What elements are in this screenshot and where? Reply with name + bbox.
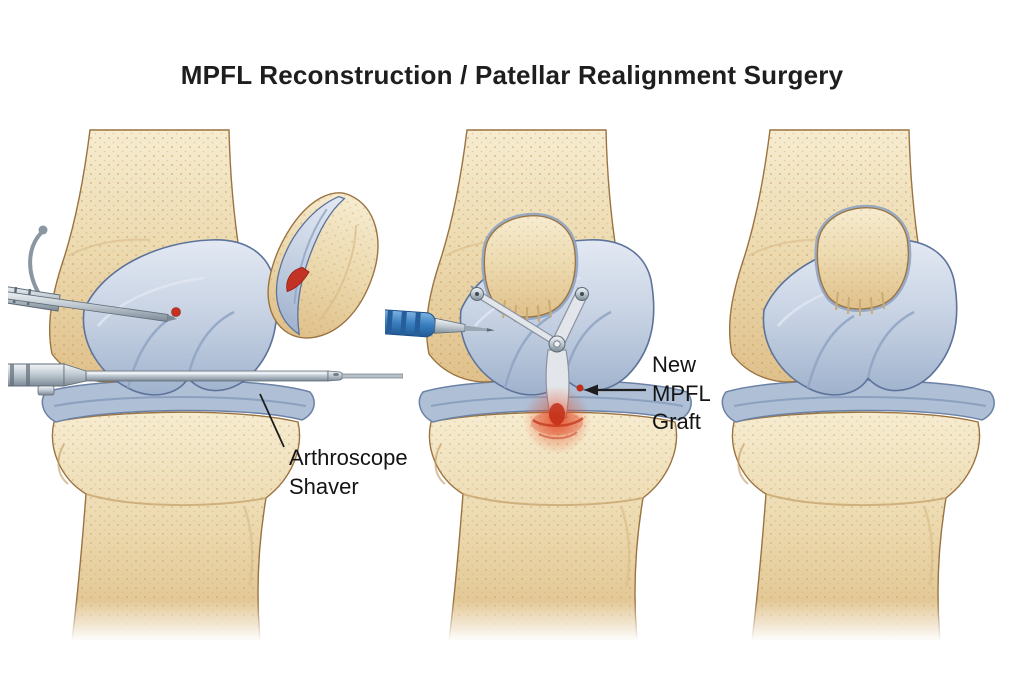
everted-patella xyxy=(267,192,379,339)
arthroscope-instrument xyxy=(8,225,177,322)
label-line: MPFL xyxy=(652,380,711,406)
label-line: New xyxy=(652,352,697,377)
drill-guide-instrument xyxy=(385,309,495,338)
label-line: Shaver xyxy=(289,473,359,499)
inflammation-site xyxy=(523,384,591,454)
guide-wire xyxy=(341,373,403,379)
knee-step3-illustration xyxy=(688,128,1018,641)
scope-cable xyxy=(28,230,44,294)
knee-bones xyxy=(41,128,316,641)
cartilage-lesion-marker xyxy=(171,307,181,317)
ligament-stump xyxy=(286,266,310,293)
knee-step1-illustration xyxy=(8,128,403,641)
page-title: MPFL Reconstruction / Patellar Realignme… xyxy=(180,60,844,90)
label-new-mpfl-graft: New MPFL Graft xyxy=(652,351,711,437)
label-arthroscope-shaver: Arthroscope Shaver xyxy=(289,444,408,501)
label-line: Graft xyxy=(652,409,701,435)
shaver-instrument xyxy=(8,363,403,396)
knee-step2-illustration xyxy=(385,128,715,641)
label-line: Arthroscope xyxy=(289,445,408,470)
